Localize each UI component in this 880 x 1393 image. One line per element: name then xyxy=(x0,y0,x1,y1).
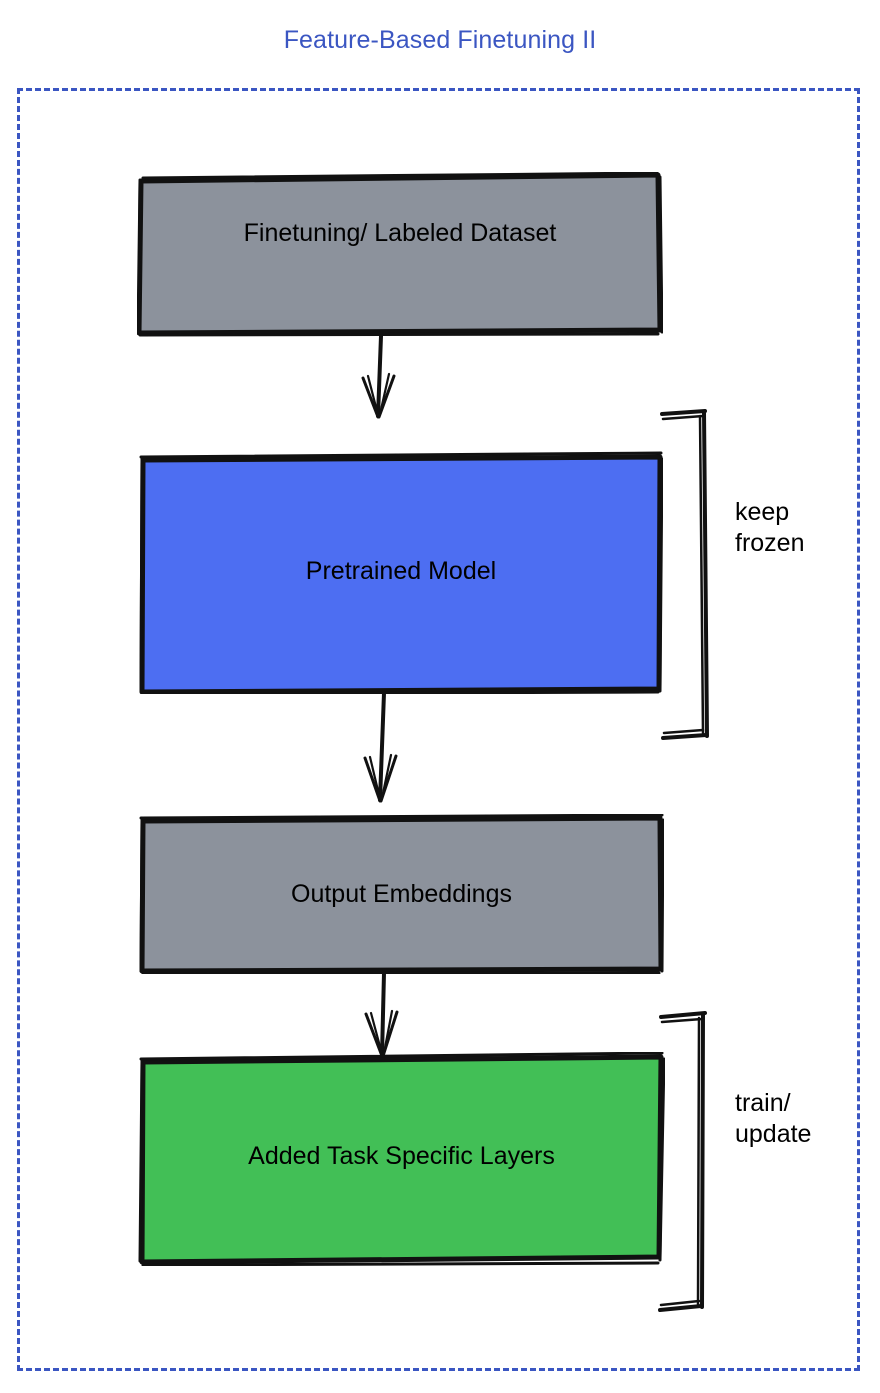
annotation-train-update: train/ update xyxy=(735,1089,812,1148)
dashed-border-frame xyxy=(17,88,860,1371)
node-pretrained-model[interactable]: Pretrained Model xyxy=(139,451,663,694)
node-shape-gray-2 xyxy=(139,814,664,974)
node-shape-gray xyxy=(137,172,663,337)
node-added-task-specific-layers[interactable]: Added Task Specific Layers xyxy=(138,1052,665,1266)
node-shape-green xyxy=(138,1052,665,1266)
node-label-pretrained: Pretrained Model xyxy=(305,557,497,585)
diagram-title: Feature-Based Finetuning II xyxy=(283,26,597,54)
node-finetuning-labeled-dataset[interactable]: Finetuning/ Labeled Dataset xyxy=(137,172,663,337)
node-output-embeddings[interactable]: Output Embeddings xyxy=(139,814,664,974)
node-label-dataset: Finetuning/ Labeled Dataset xyxy=(243,219,557,247)
node-label-embeddings: Output Embeddings xyxy=(291,880,512,908)
node-shape-blue xyxy=(139,451,663,694)
annotation-keep-frozen: keep frozen xyxy=(735,498,805,557)
node-label-tasklayers: Added Task Specific Layers xyxy=(248,1142,555,1170)
